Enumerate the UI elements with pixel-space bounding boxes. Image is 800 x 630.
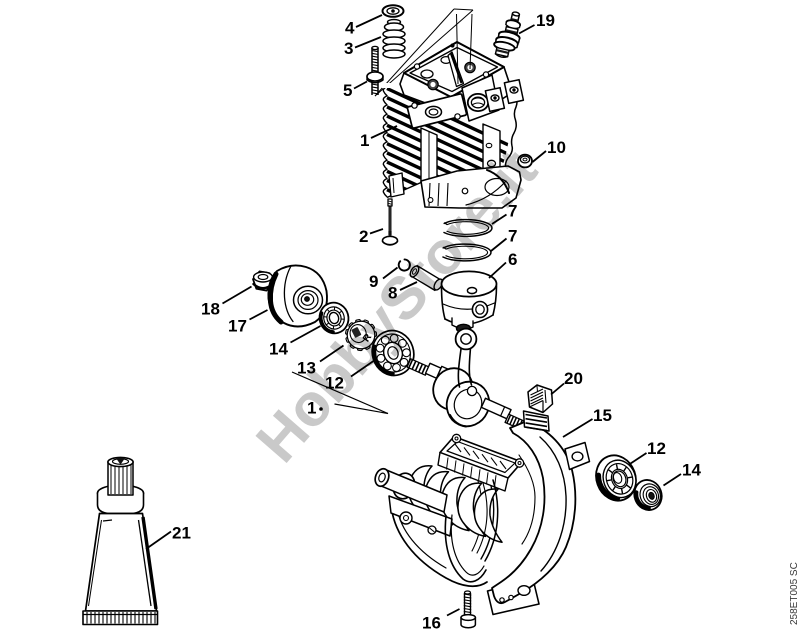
svg-text:1: 1 xyxy=(360,131,369,150)
svg-text:18: 18 xyxy=(201,300,220,319)
svg-text:19: 19 xyxy=(536,11,555,30)
svg-text:15: 15 xyxy=(593,406,612,425)
svg-text:12: 12 xyxy=(647,439,666,458)
svg-text:9: 9 xyxy=(369,272,378,291)
svg-text:20: 20 xyxy=(564,369,583,388)
svg-text:21: 21 xyxy=(172,524,191,543)
svg-text:2: 2 xyxy=(359,227,368,246)
svg-text:14: 14 xyxy=(682,461,701,480)
svg-text:14: 14 xyxy=(269,340,288,359)
svg-text:13: 13 xyxy=(297,359,316,378)
svg-text:10: 10 xyxy=(547,138,566,157)
svg-text:12: 12 xyxy=(325,374,344,393)
svg-text:4: 4 xyxy=(345,19,355,38)
svg-text:1: 1 xyxy=(307,399,316,418)
svg-text:17: 17 xyxy=(228,317,247,336)
svg-text:8: 8 xyxy=(388,284,397,303)
svg-text:5: 5 xyxy=(343,81,352,100)
svg-text:16: 16 xyxy=(422,614,441,630)
svg-text:258ET005 SC: 258ET005 SC xyxy=(789,562,800,625)
svg-text:6: 6 xyxy=(508,250,517,269)
svg-text:3: 3 xyxy=(344,39,353,58)
svg-text:7: 7 xyxy=(508,227,517,246)
svg-text:7: 7 xyxy=(508,202,517,221)
